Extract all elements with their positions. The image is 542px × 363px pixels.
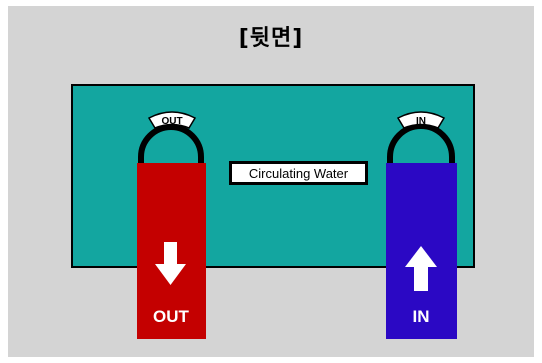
circulating-water-label: Circulating Water [229,161,368,185]
inlet-tag-text: IN [416,116,426,127]
outlet-pipe-loop [138,124,204,170]
outlet-label: OUT [153,307,190,326]
circulating-water-text: Circulating Water [249,166,349,181]
outlet-tag-text: OUT [161,116,182,127]
inlet-pipe-loop [387,123,455,170]
outlet-tag: OUT [147,111,197,129]
up-arrow-icon [405,246,437,291]
inlet-tag: IN [396,111,446,129]
down-arrow-icon [155,242,186,285]
page-title: [뒷면] [238,26,304,51]
inlet-label: IN [413,307,430,326]
